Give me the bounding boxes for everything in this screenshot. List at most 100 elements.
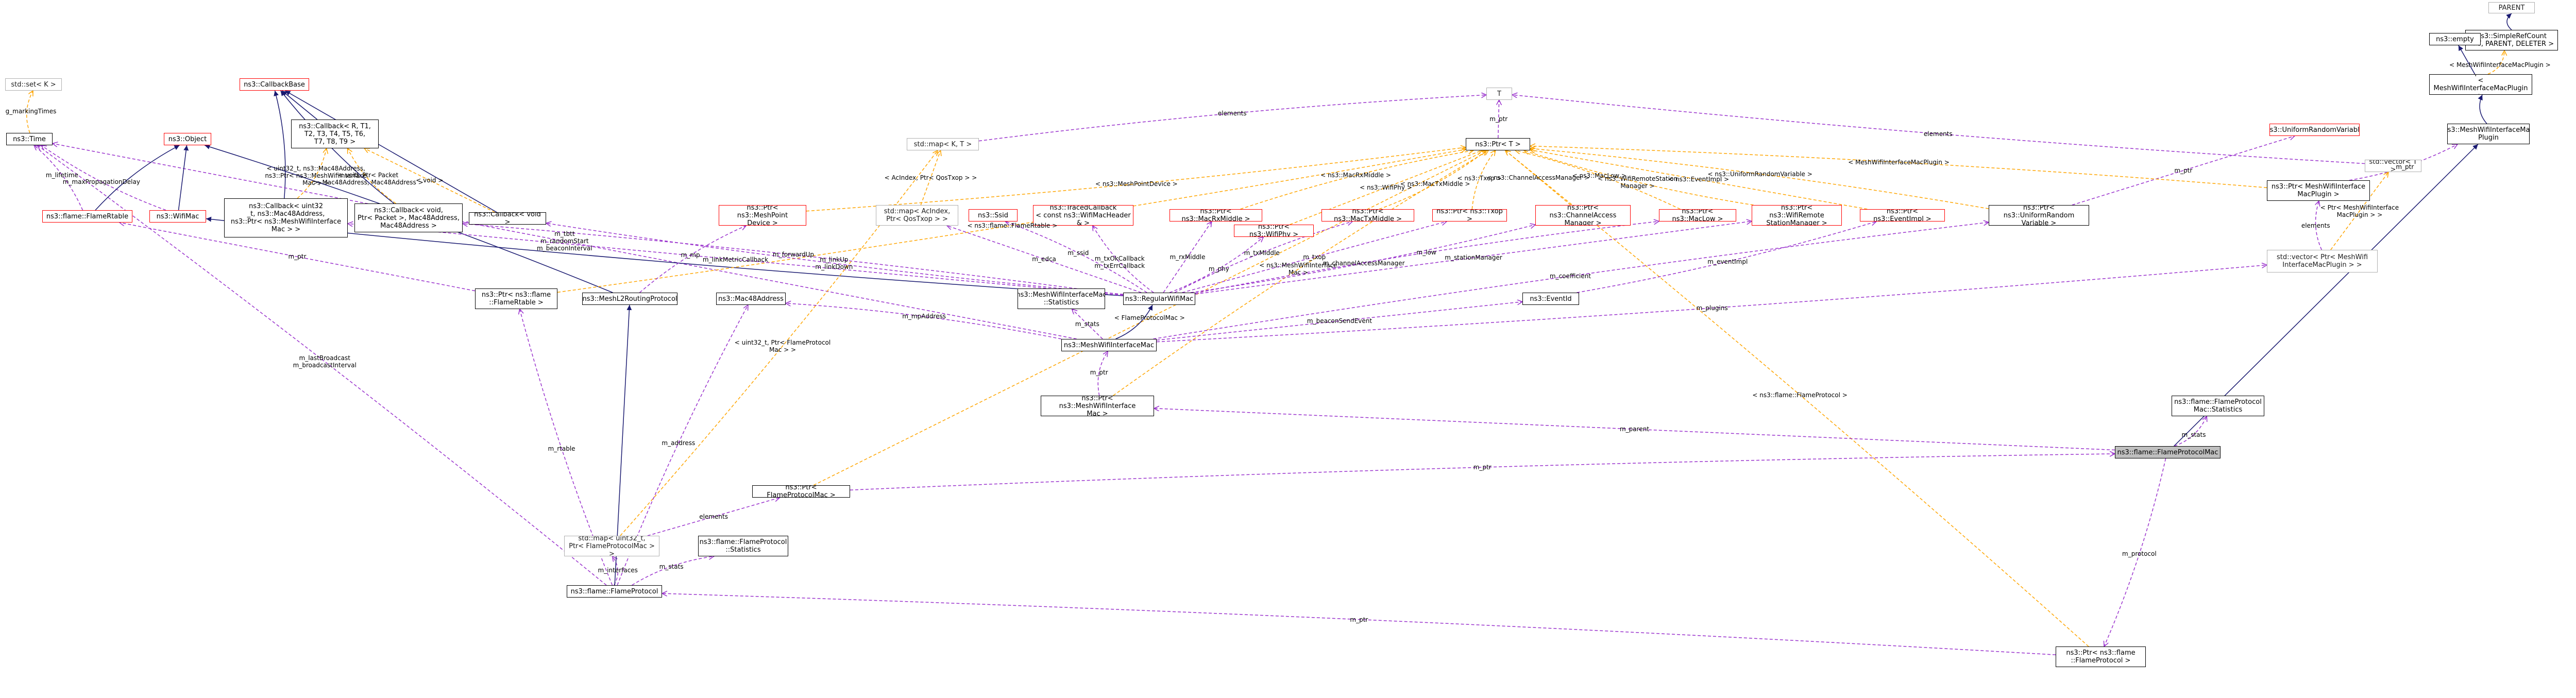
class-node-simplerefcount[interactable]: ns3::SimpleRefCount < T, PARENT, DELETER… [2465, 30, 2558, 50]
edge-template-ptrT-to-ptrWifiPhy [1290, 150, 1482, 225]
edge-use-ptrFlameProtocol-to-flameMac [2104, 458, 2166, 646]
class-node-ptr-mesh-point[interactable]: ns3::Ptr< ns3::MeshPoint Device > [719, 205, 806, 226]
class-node-callback-base[interactable]: ns3::CallbackBase [240, 78, 309, 91]
class-node-flame-protocol[interactable]: ns3::flame::FlameProtocol [567, 585, 662, 598]
class-node-time[interactable]: ns3::Time [6, 133, 53, 145]
edge-use-callbackVoidPkt-to-regularWifiMac [463, 224, 1124, 296]
edge-label: m_mpAddress [902, 313, 946, 320]
class-node-traced-callback[interactable]: ns3::TracedCallback < const ns3::WifiMac… [1033, 205, 1133, 226]
edge-label: m_interfaces [598, 567, 638, 574]
edge-inherit-parent-to-simplerefcount [2506, 13, 2512, 30]
edge-label: < ns3::ChannelAccessManager > [1486, 174, 1590, 181]
class-node-vector-ptr-plugin[interactable]: std::vector< Ptr< MeshWifi InterfaceMacP… [2267, 250, 2378, 273]
class-node-ptr-event-impl[interactable]: ns3::Ptr< ns3::EventImpl > [1860, 209, 1945, 222]
edge-label: < ns3::MacLow > [1572, 172, 1626, 179]
class-node--t[interactable]: T [1486, 88, 1512, 100]
edge-inherit-callbackBase-to-callbackVoid [285, 90, 497, 213]
edge-use-mac48-to-meshWifiMac [786, 303, 1062, 339]
edge-use-vectorPtrPlugin-to-meshWifiMac [1156, 265, 2267, 343]
class-node-stdmap-ac-index[interactable]: std::map< AcIndex, Ptr< QosTxop > > [876, 205, 958, 226]
edge-label: m_lastBroadcast m_broadcastInterval [293, 354, 357, 369]
class-node-ptr-mac-tx-middle[interactable]: ns3::Ptr< ns3::MacTxMiddle > [1321, 209, 1414, 222]
edge-label: m_forwardUp [772, 251, 815, 259]
class-node-callback-void-pkt[interactable]: ns3::Callback< void, Ptr< Packet >, Mac4… [354, 203, 463, 232]
class-node-event-id[interactable]: ns3::EventId [1522, 293, 1579, 305]
class-node-ptr-mac-rx-middle[interactable]: ns3::Ptr< ns3::MacRxMiddle > [1170, 209, 1262, 222]
edge-use-ptrUniformRV-to-meshWifiMac [1153, 223, 1989, 339]
class-node-ptr-station-mgr[interactable]: ns3::Ptr< ns3::WifiRemote StationManager… [1752, 205, 1842, 226]
edge-template-ptrT-to-ptrChannelAccess [1505, 150, 1571, 206]
class-node-ptr-wifi-phy[interactable]: ns3::Ptr< ns3::WifiPhy > [1234, 225, 1314, 237]
class-node-wifi-mac[interactable]: ns3::WifiMac [149, 210, 206, 223]
edge-label: m_linkUp m_linkDown [815, 256, 853, 271]
edge-template-ptrT-to-ptrMacLow [1515, 150, 1681, 210]
class-node-mesh-l2-routing[interactable]: ns3::MeshL2RoutingProtocol [582, 293, 677, 305]
class-node-callback-void[interactable]: ns3::Callback< void > [469, 212, 546, 225]
edge-label: < void > [416, 177, 444, 184]
edge-use-ssid-to-regularWifiMac [1005, 222, 1147, 293]
edge-label: g_markingTimes [5, 108, 57, 115]
edge-label: m_tbtt m_randomStart m_beaconInterval [537, 230, 592, 252]
class-node-ssid[interactable]: ns3::Ssid [969, 209, 1018, 222]
class-node-stdmap-k-t[interactable]: std::map< K, T > [907, 138, 979, 150]
edge-use-time-to-flameRtable [34, 145, 83, 211]
class-node-ptr-flame-mac[interactable]: ns3::Ptr< FlameProtocolMac > [752, 485, 850, 498]
class-node-ptr-uniform-r-v[interactable]: ns3::Ptr< ns3::UniformRandom Variable > [1989, 205, 2089, 226]
edge-use-ptrMeshWifiMac-to-flameMac [1154, 408, 2115, 451]
edge-label: elements [699, 513, 728, 520]
edge-use-ptrMeshPoint-to-meshL2Routing [639, 226, 747, 293]
class-node-regular-wifi-mac[interactable]: ns3::RegularWifiMac [1123, 293, 1195, 305]
class-node-callback-t[interactable]: ns3::Callback< R, T1, T2, T3, T4, T5, T6… [291, 120, 379, 148]
edge-use-callbackUint32-to-regularWifiMac [348, 224, 1124, 296]
class-node-flame-rtable[interactable]: ns3::flame::FlameRtable [42, 210, 132, 223]
edge-label: m_mp [681, 251, 700, 259]
class-node-ptr-plugin[interactable]: ns3::Ptr< MeshWifiInterface MacPlugin > [2267, 180, 2370, 201]
edge-label: m_linkMetricCallback [702, 256, 769, 263]
class-node-plugin-class[interactable]: ns3::MeshWifiInterfaceMac Plugin [2447, 124, 2530, 144]
edge-use-eventId-to-meshWifiMac [1156, 302, 1522, 341]
edge-label: m_rxMiddle [1170, 253, 1206, 261]
edge-use-flameMac-to-ptrFlameMac [850, 454, 2115, 491]
class-node-flame-mac[interactable]: ns3::flame::FlameProtocolMac [2115, 446, 2221, 458]
edge-label: m_beaconSendEvent [1307, 317, 1372, 325]
edge-label: < ns3::MeshWifiInterface Mac > [1259, 262, 1337, 277]
class-node-uniform-r-v[interactable]: ns3::UniformRandomVariable [2269, 124, 2360, 136]
edge-template-ptrT-to-ptrStationMgr [1524, 150, 1754, 206]
edge-label: m_ptr [1090, 369, 1108, 377]
class-node-statistics[interactable]: ns3::MeshWifiInterfaceMac ::Statistics [1018, 288, 1105, 309]
class-node-ptr-t[interactable]: ns3::Ptr< T > [1466, 138, 1530, 150]
class-node-ptr-txop[interactable]: ns3::Ptr< ns3::Txop > [1432, 209, 1507, 222]
class-node-vector-t[interactable]: std::vector< T > [2365, 160, 2421, 172]
edge-template-stdset-to-time [26, 91, 33, 133]
class-node-mac48[interactable]: ns3::Mac48Address [716, 293, 786, 305]
edge-label: m_rtable [548, 445, 575, 452]
edge-label: < ns3::Txop > [1457, 174, 1502, 182]
class-node-ptr-flame-protocol[interactable]: ns3::Ptr< ns3::flame ::FlameProtocol > [2056, 646, 2146, 667]
class-node-src-mac[interactable]: ns3::SimpleRefCount < MeshWifiInterfaceM… [2429, 74, 2532, 95]
class-node-callback-uint32[interactable]: ns3::Callback< uint32 _t, ns3::Mac48Addr… [224, 198, 348, 237]
class-node-object[interactable]: ns3::Object [164, 133, 211, 145]
edge-label: m_ptr [2174, 167, 2193, 174]
edge-use-flameRtable-to-ptrFlameRtable [120, 223, 476, 292]
edge-label: elements [2301, 222, 2330, 229]
class-node-stdset[interactable]: std::set< K > [5, 78, 62, 91]
edge-label: < ns3::WifiRemoteStation Manager > [1598, 175, 1678, 190]
class-node-parent[interactable]: PARENT [2488, 2, 2535, 13]
edge-template-ptrT-to-ptrTxop [1471, 150, 1495, 210]
edge-inherit-regularWifiMac-to-meshWifiMac [1115, 304, 1153, 339]
class-node-mesh-wifi-mac[interactable]: ns3::MeshWifiInterfaceMac [1061, 339, 1157, 351]
edge-label: < void, Ptr< Packet >, Mac48Address, Mac… [313, 172, 423, 186]
class-node-ptr-mac-low[interactable]: ns3::Ptr< ns3::MacLow > [1659, 209, 1736, 222]
class-node-flame-mac-stats[interactable]: ns3::flame::FlameProtocol Mac::Statistic… [2172, 396, 2264, 416]
edge-use-flameProtoStats-to-flameProtocol [632, 556, 714, 586]
class-node-ptr-flame-rtable[interactable]: ns3::Ptr< ns3::flame ::FlameRtable > [475, 288, 557, 309]
class-node-flame-proto-stats[interactable]: ns3::flame::FlameProtocol ::Statistics [698, 536, 788, 556]
class-node-ptr-channel-access[interactable]: ns3::Ptr< ns3::ChannelAccess Manager > [1535, 205, 1631, 226]
edge-use-T-to-stdmapKT [978, 95, 1486, 142]
edge-template-stdmapKT-to-stdmapAcIndex [920, 150, 940, 206]
edge-label: < ns3::EventImpl > [1668, 176, 1730, 183]
class-node-empty[interactable]: ns3::empty [2429, 33, 2481, 45]
class-node-ptr-mesh-wifi-mac[interactable]: ns3::Ptr< ns3::MeshWifiInterface Mac > [1041, 396, 1154, 416]
class-node-stdmap-uint32[interactable]: std::map< uint32_t, Ptr< FlameProtocolMa… [564, 536, 659, 556]
